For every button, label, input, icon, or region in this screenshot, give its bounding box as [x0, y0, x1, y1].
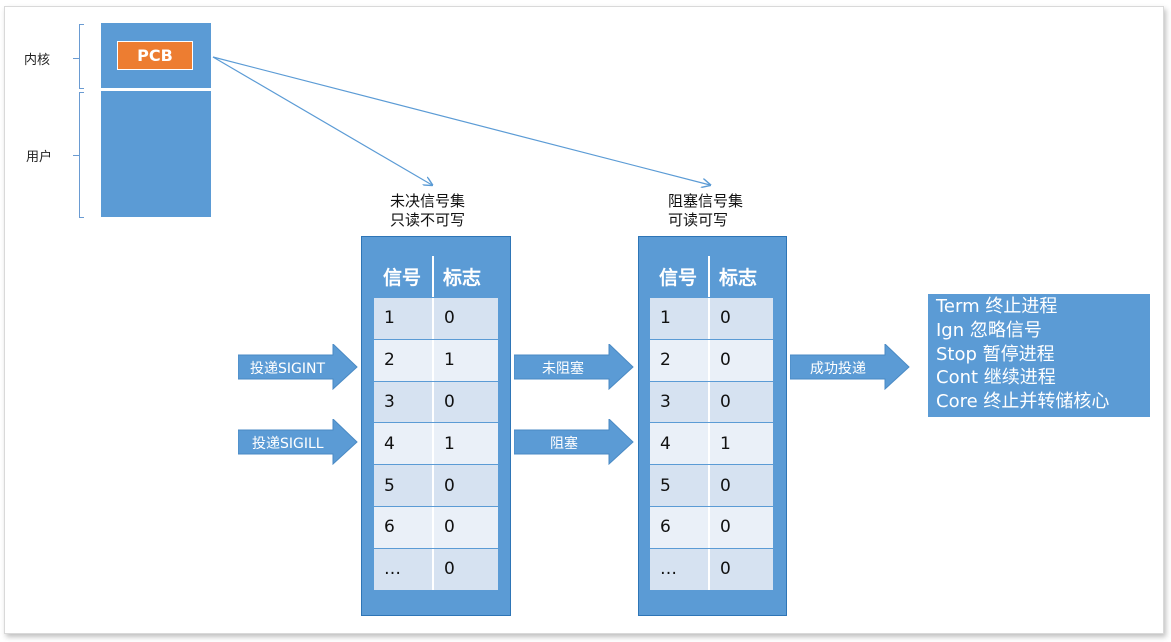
pending-flag-cell: 1	[434, 423, 498, 465]
deliver-sigill-arrow: 投递SIGILL	[238, 419, 358, 465]
pending-signal-cell: 3	[374, 381, 434, 423]
blocked-flag-cell: 1	[710, 423, 773, 465]
table-row: …0	[650, 548, 773, 590]
blocked-signal-cell: 1	[650, 298, 710, 339]
pending-flag-cell: 1	[434, 339, 498, 381]
blocked-flag-cell: 0	[710, 465, 773, 506]
pcb-box: PCB	[117, 41, 193, 70]
action-stop: Stop 暂停进程	[936, 343, 1055, 365]
blocked-signal-cell: …	[650, 548, 710, 590]
pending-signal-cell: …	[374, 548, 434, 590]
user-bracket-bottom	[79, 217, 84, 218]
user-label: 用户	[26, 150, 53, 165]
user-bracket-tick	[73, 155, 80, 156]
kernel-bracket-tick	[73, 58, 80, 59]
action-ign: Ign 忽略信号	[936, 319, 1042, 341]
blocked-arrow: 阻塞	[514, 419, 634, 465]
pending-signal-cell: 2	[374, 339, 434, 381]
blocked-label: 阻塞	[550, 436, 578, 452]
deliver-sigint-arrow: 投递SIGINT	[238, 344, 358, 390]
pending-set-access: 只读不可写	[390, 211, 466, 229]
pending-signal-cell: 5	[374, 465, 434, 506]
blocked-set-access: 可读可写	[668, 211, 729, 229]
blocked-signal-cell: 6	[650, 507, 710, 548]
pending-signal-cell: 1	[374, 298, 434, 339]
pending-header-signal: 信号	[374, 256, 434, 297]
pending-flag-cell: 0	[434, 381, 498, 423]
not-blocked-label: 未阻塞	[542, 361, 584, 377]
user-bracket	[79, 92, 80, 217]
blocked-flag-cell: 0	[710, 339, 773, 381]
blocked-flag-cell: 0	[710, 548, 773, 590]
blocked-signal-cell: 3	[650, 381, 710, 423]
pending-set-caption: 未决信号集 只读不可写	[390, 192, 465, 230]
user-space-block	[101, 91, 211, 217]
blocked-flag-cell: 0	[710, 381, 773, 423]
signal-actions-box: Term 终止进程 Ign 忽略信号 Stop 暂停进程 Cont 继续进程 C…	[928, 294, 1150, 417]
pending-flag-cell: 0	[434, 465, 498, 506]
kernel-bracket-top	[79, 24, 84, 25]
action-term: Term 终止进程	[936, 296, 1058, 317]
kernel-bracket-bottom	[79, 88, 84, 89]
blocked-set-caption: 阻塞信号集 可读可写	[668, 192, 743, 230]
kernel-bracket	[79, 24, 80, 88]
delivered-arrow: 成功投递	[790, 344, 910, 390]
blocked-header-flag: 标志	[710, 256, 773, 297]
not-blocked-arrow: 未阻塞	[514, 344, 634, 390]
blocked-signal-cell: 2	[650, 339, 710, 381]
pending-flag-cell: 0	[434, 507, 498, 548]
action-cont: Cont 继续进程	[936, 367, 1056, 389]
blocked-header-signal: 信号	[650, 256, 710, 297]
blocked-flag-cell: 0	[710, 507, 773, 548]
kernel-label: 内核	[24, 53, 51, 68]
deliver-sigint-label: 投递SIGINT	[250, 361, 326, 377]
table-row: …0	[374, 548, 498, 590]
action-core: Core 终止并转储核心	[936, 391, 1110, 413]
pending-header-flag: 标志	[434, 256, 498, 297]
pending-signal-cell: 4	[374, 423, 434, 465]
delivered-label: 成功投递	[810, 361, 866, 377]
user-bracket-top	[79, 92, 84, 93]
pending-flag-cell: 0	[434, 548, 498, 590]
blocked-flag-cell: 0	[710, 298, 773, 339]
deliver-sigill-label: 投递SIGILL	[252, 436, 324, 452]
pending-signal-cell: 6	[374, 507, 434, 548]
pending-flag-cell: 0	[434, 298, 498, 339]
blocked-set-title: 阻塞信号集	[668, 192, 744, 210]
blocked-signal-cell: 5	[650, 465, 710, 506]
blocked-signal-cell: 4	[650, 423, 710, 465]
pending-set-title: 未决信号集	[390, 192, 466, 210]
